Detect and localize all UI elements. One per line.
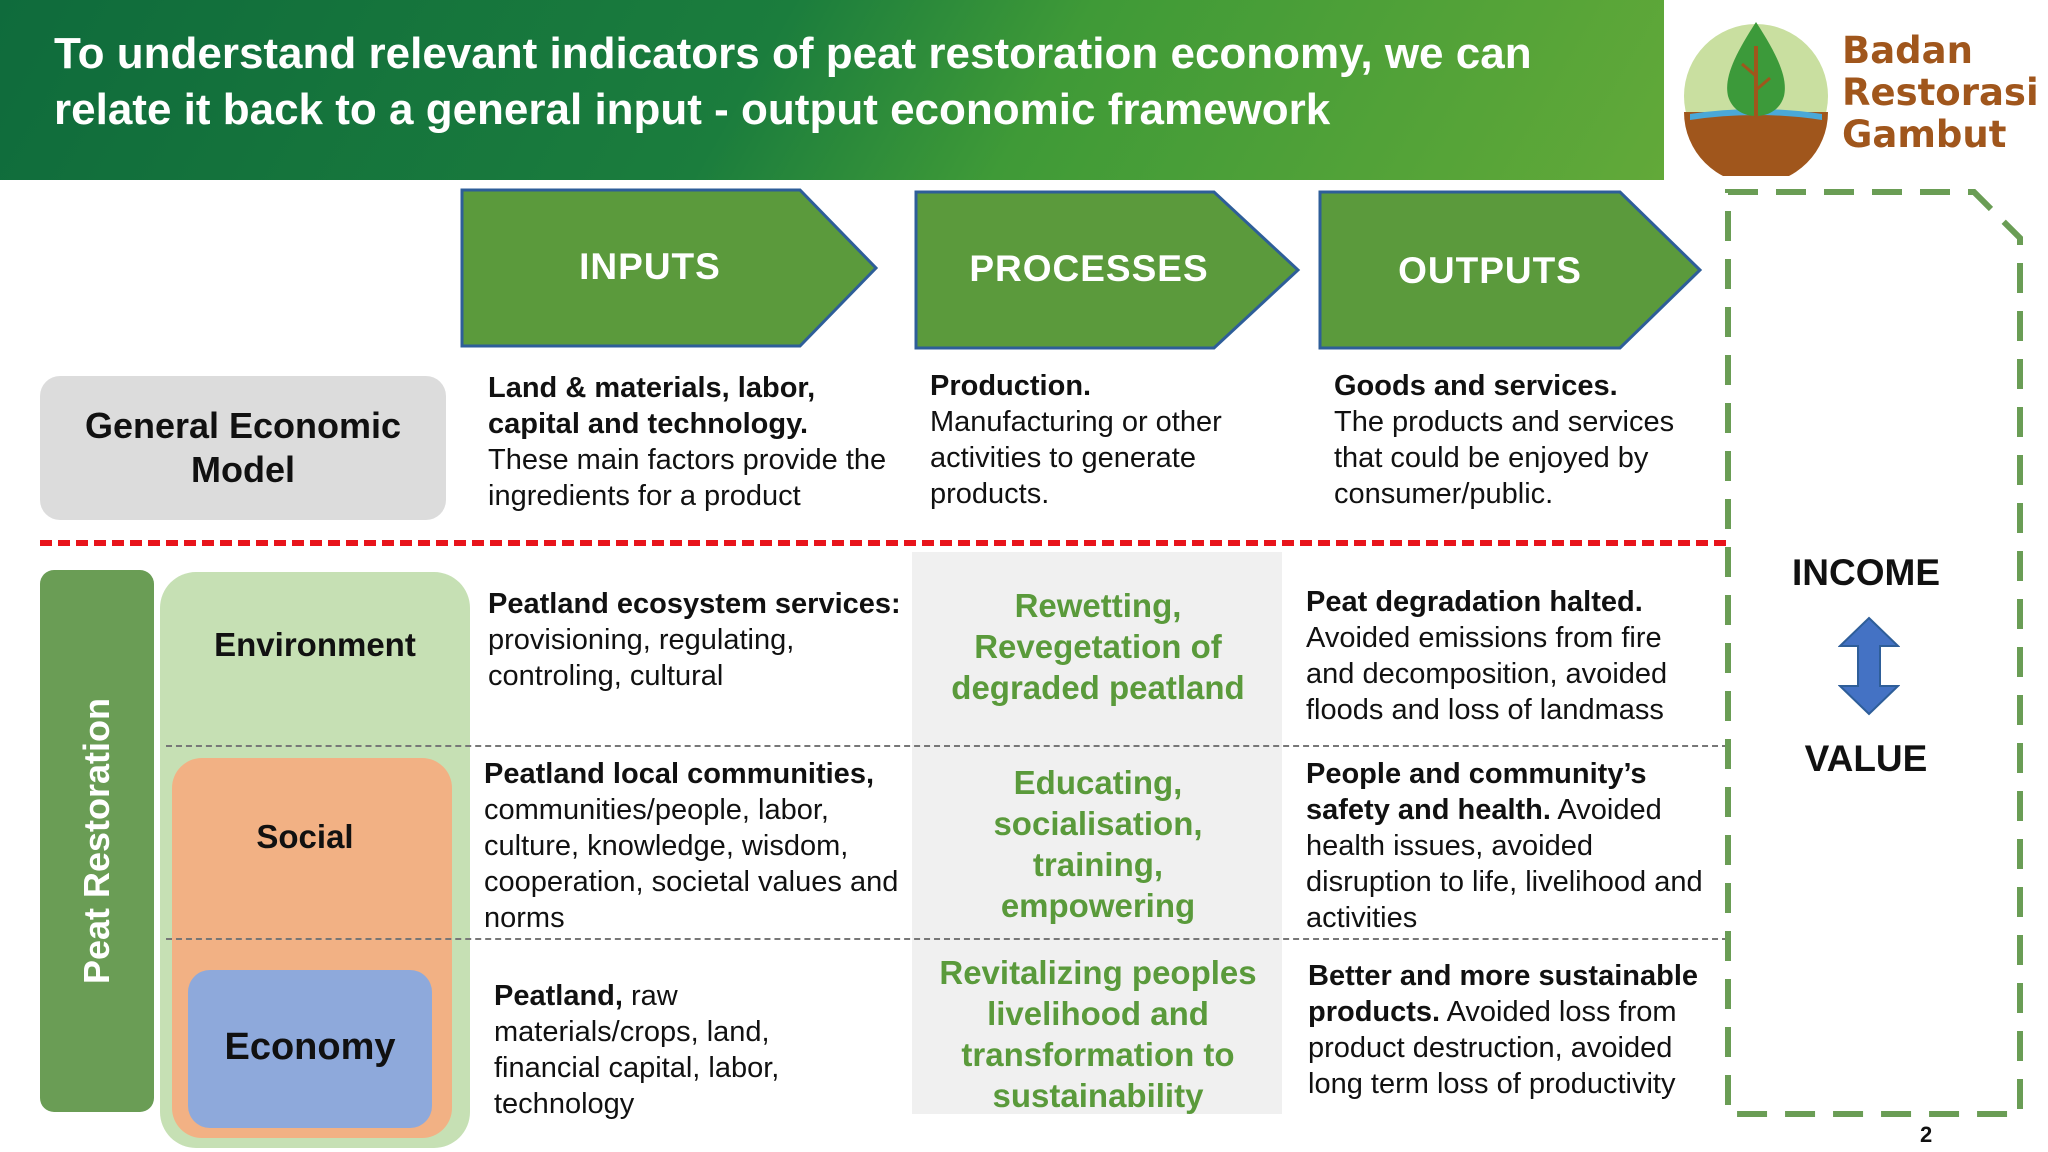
income-label: INCOME bbox=[1792, 552, 1940, 593]
peat-restoration-bar bbox=[40, 570, 154, 1112]
economy-segment bbox=[188, 970, 432, 1128]
double-arrow-icon bbox=[1838, 616, 1900, 716]
environment-process-text: Rewetting, Revegetation of degraded peat… bbox=[951, 587, 1245, 706]
general-economic-model-label: General Economic Model bbox=[40, 376, 446, 520]
social-output-text: People and community’s safety and health… bbox=[1306, 758, 1703, 934]
page-number: 2 bbox=[1920, 1122, 1933, 1147]
outputs-chevron bbox=[1318, 190, 1703, 350]
value-label: VALUE bbox=[1804, 738, 1928, 779]
environment-output-text: Peat degradation halted. Avoided emissio… bbox=[1306, 586, 1668, 726]
social-process-text: Educating, socialisation, training, empo… bbox=[993, 764, 1203, 924]
environment-label: Environment bbox=[214, 626, 416, 663]
header-banner bbox=[0, 0, 1664, 180]
economy-input-text: Peatland, raw materials/crops, land, fin… bbox=[494, 980, 780, 1120]
environment-input-text: Peatland ecosystem services: provisionin… bbox=[488, 588, 901, 692]
general-processes-text: Production. Manufacturing or other activ… bbox=[930, 370, 1222, 510]
row-divider bbox=[166, 745, 1728, 747]
economy-output-text: Better and more sustainable products. Av… bbox=[1308, 960, 1698, 1100]
general-inputs-text: Land & materials, labor, capital and tec… bbox=[488, 372, 887, 512]
economy-process-text: Revitalizing peoples livelihood and tran… bbox=[939, 954, 1257, 1114]
income-value-frame bbox=[1725, 189, 2023, 1117]
processes-header: PROCESSES bbox=[969, 248, 1209, 289]
processes-chevron bbox=[914, 190, 1301, 350]
inputs-header: INPUTS bbox=[579, 246, 721, 287]
section-divider bbox=[40, 540, 1726, 546]
brg-logo-icon bbox=[1684, 22, 1828, 176]
row-divider bbox=[166, 938, 1728, 940]
logo-wordmark: Badan Restorasi Gambut bbox=[1842, 29, 2039, 156]
social-label: Social bbox=[256, 818, 354, 855]
processes-column-band bbox=[912, 552, 1282, 1114]
page-title: To understand relevant indicators of pea… bbox=[54, 29, 1532, 134]
outputs-header: OUTPUTS bbox=[1398, 250, 1582, 291]
economy-label: Economy bbox=[224, 1026, 396, 1068]
peat-restoration-label: Peat Restoration bbox=[76, 697, 117, 985]
general-outputs-text: Goods and services. The products and ser… bbox=[1334, 370, 1675, 510]
social-input-text: Peatland local communities, communities/… bbox=[484, 758, 899, 934]
inputs-chevron bbox=[460, 188, 879, 348]
